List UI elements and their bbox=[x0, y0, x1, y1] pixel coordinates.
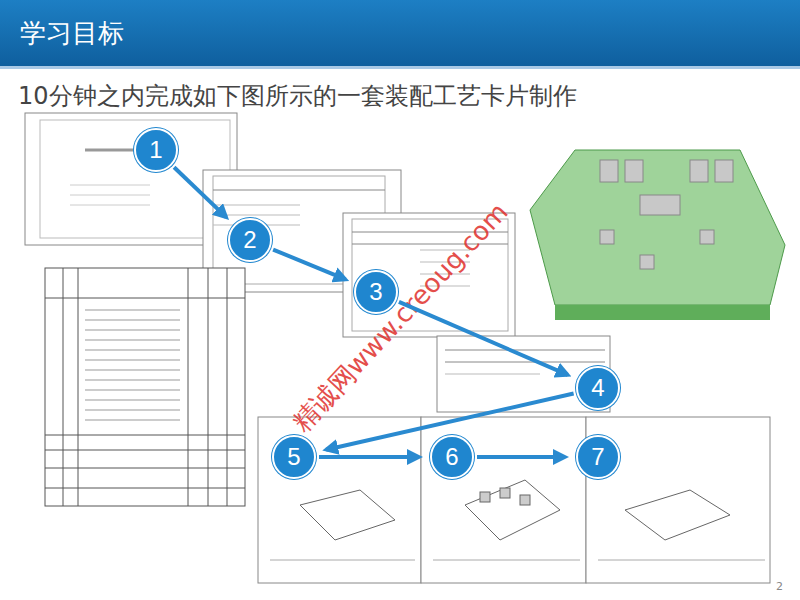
step-circle: 5 bbox=[272, 435, 316, 479]
step-circle: 1 bbox=[134, 128, 178, 172]
title-rule bbox=[0, 66, 800, 69]
step-circle: 4 bbox=[576, 366, 620, 410]
callout-number: 3 bbox=[369, 278, 382, 306]
flow-arrow bbox=[477, 455, 565, 459]
subtitle: 10分钟之内完成如下图所示的一套装配工艺卡片制作 bbox=[18, 80, 577, 112]
step-circle: 2 bbox=[228, 218, 272, 262]
slide-title: 学习目标 bbox=[20, 16, 124, 51]
flow-arrow bbox=[174, 167, 226, 217]
step-table bbox=[45, 268, 245, 506]
flow-arrow bbox=[319, 455, 419, 459]
callout-number: 6 bbox=[445, 443, 458, 471]
pcb-model bbox=[530, 150, 785, 320]
callout-number: 5 bbox=[287, 443, 300, 471]
page-number: 2 bbox=[776, 580, 783, 593]
step-circle: 6 bbox=[430, 435, 474, 479]
callout-number: 1 bbox=[149, 136, 162, 164]
flow-arrow bbox=[273, 250, 345, 280]
step-circle: 7 bbox=[576, 435, 620, 479]
step-circle: 3 bbox=[354, 270, 398, 314]
callout-number: 2 bbox=[243, 226, 256, 254]
callout-number: 7 bbox=[591, 443, 604, 471]
drawing-sheet bbox=[421, 417, 586, 583]
drawing-sheet bbox=[258, 417, 421, 583]
callout-number: 4 bbox=[591, 374, 604, 402]
